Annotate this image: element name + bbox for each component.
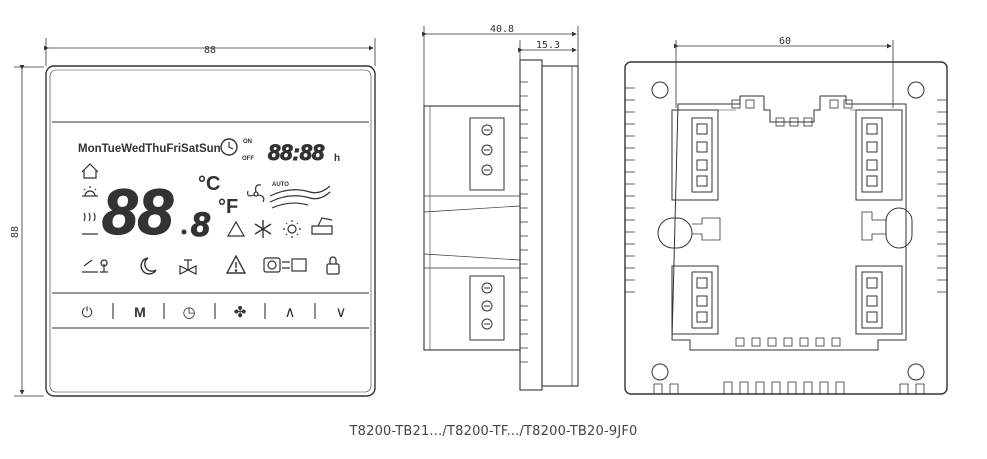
back-terminal-top-right bbox=[855, 109, 903, 201]
hour-unit: h bbox=[334, 153, 340, 164]
celsius-label: °C bbox=[198, 173, 220, 195]
decimal-digit: 8 bbox=[191, 206, 210, 244]
front-height-dimension: 88 bbox=[10, 65, 44, 397]
off-label: OFF bbox=[242, 156, 254, 162]
heating-icon bbox=[82, 212, 98, 235]
home-icon bbox=[81, 163, 99, 179]
lcd-display: MonTueWedThuFriSatSun ON OFF 88:88 h 88 … bbox=[78, 138, 340, 275]
sunrise-icon bbox=[82, 186, 98, 197]
depth-label: 40.8 bbox=[490, 24, 514, 35]
front-view: 88 88 MonTueWedThuFriSatSun ON OFF 88:88… bbox=[10, 38, 376, 397]
thermostat-body bbox=[45, 65, 376, 397]
auto-label: AUTO bbox=[272, 182, 289, 188]
main-temperature-digits: 88 bbox=[102, 176, 174, 248]
back-view: 60 bbox=[624, 36, 948, 395]
filter-icon bbox=[311, 217, 333, 235]
fan-coil-icon bbox=[263, 257, 307, 273]
back-top-clips bbox=[731, 99, 853, 127]
person-heating-icon bbox=[82, 259, 108, 273]
on-label: ON bbox=[243, 139, 252, 145]
moon-icon bbox=[140, 257, 157, 275]
warning-icon bbox=[225, 254, 247, 274]
clock-button[interactable]: ◷ bbox=[182, 303, 195, 321]
fan-icon bbox=[247, 184, 265, 203]
lock-icon bbox=[326, 256, 340, 275]
side-terminal-top bbox=[469, 117, 505, 191]
button-row: ⏻ M ◷ ✤ ∧ ∨ bbox=[81, 303, 346, 321]
back-bottom-clips bbox=[735, 337, 841, 347]
side-terminal-bottom bbox=[469, 275, 505, 341]
recycle-icon bbox=[226, 220, 246, 237]
back-spacing-dimension: 60 bbox=[674, 36, 894, 108]
up-button[interactable]: ∧ bbox=[285, 303, 296, 321]
back-terminal-bottom-left bbox=[671, 265, 719, 335]
front-width-dimension: 88 bbox=[44, 38, 376, 66]
back-terminal-bottom-right bbox=[855, 265, 903, 335]
front-height-label: 88 bbox=[10, 226, 21, 238]
back-left-fins bbox=[625, 87, 635, 293]
back-terminal-top-left bbox=[671, 109, 719, 201]
sun-icon bbox=[283, 220, 301, 238]
side-plate-dimension: 15.3 bbox=[518, 40, 577, 66]
airflow-icon bbox=[269, 185, 331, 209]
fan-button[interactable]: ✤ bbox=[234, 303, 247, 321]
fahrenheit-label: °F bbox=[218, 196, 238, 218]
valve-icon bbox=[179, 259, 197, 275]
snowflake-icon bbox=[254, 220, 272, 238]
mode-button[interactable]: M bbox=[134, 304, 146, 320]
right-mounting-slot bbox=[885, 207, 913, 249]
front-width-label: 88 bbox=[204, 45, 216, 56]
weekday-labels: MonTueWedThuFriSatSun bbox=[78, 143, 221, 155]
power-button[interactable]: ⏻ bbox=[81, 305, 92, 321]
side-fins bbox=[520, 81, 528, 363]
plate-label: 15.3 bbox=[536, 40, 560, 51]
side-depth-dimension: 40.8 bbox=[422, 24, 579, 106]
clock-digits: 88:88 bbox=[268, 140, 325, 165]
back-right-fins bbox=[937, 99, 947, 293]
back-bottom-fins bbox=[653, 381, 925, 394]
hole-spacing-label: 60 bbox=[779, 36, 791, 47]
side-view: 40.8 15.3 bbox=[422, 24, 579, 391]
down-button[interactable]: ∨ bbox=[336, 303, 347, 321]
left-mounting-slot bbox=[657, 217, 693, 249]
model-caption: T8200-TB21.../T8200-TF.../T8200-TB20-9JF… bbox=[349, 424, 638, 439]
clock-icon bbox=[220, 138, 238, 156]
